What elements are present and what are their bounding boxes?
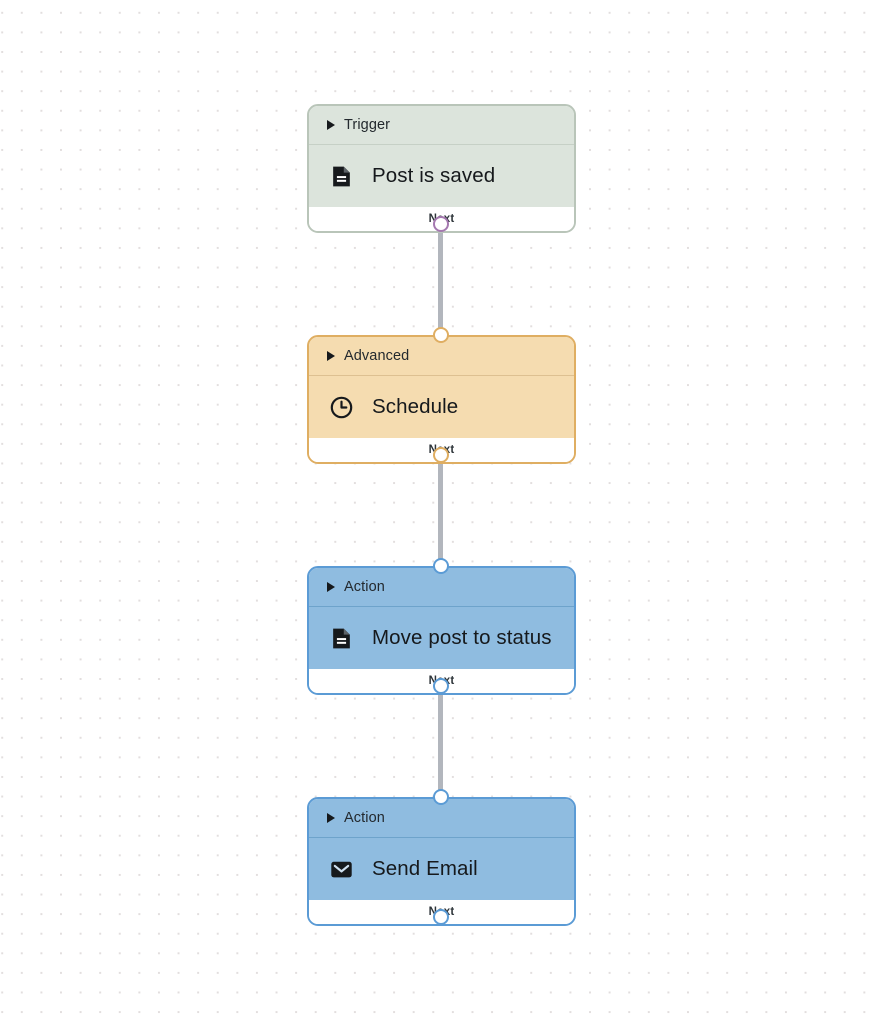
clock-icon bbox=[330, 396, 353, 418]
node-title: Schedule bbox=[372, 395, 459, 418]
node-body-trigger[interactable]: Post is saved bbox=[309, 145, 574, 207]
node-output-port-advanced[interactable] bbox=[433, 447, 449, 463]
node-divider bbox=[309, 375, 574, 376]
expand-triangle-icon[interactable] bbox=[327, 120, 335, 130]
node-body-action-move[interactable]: Move post to status bbox=[309, 607, 574, 669]
node-input-port-action-move[interactable] bbox=[433, 558, 449, 574]
node-type-label: Action bbox=[344, 579, 385, 595]
node-output-port-action-move[interactable] bbox=[433, 678, 449, 694]
workflow-node-advanced-schedule[interactable]: Advanced Schedule Next bbox=[307, 335, 576, 464]
envelope-icon bbox=[331, 861, 352, 877]
node-type-label: Advanced bbox=[344, 348, 410, 364]
node-title: Send Email bbox=[372, 857, 478, 880]
connector-line-action-move-to-send-email bbox=[438, 686, 443, 798]
node-header-action-send-email[interactable]: Action bbox=[309, 799, 574, 837]
document-icon bbox=[333, 628, 350, 648]
expand-triangle-icon[interactable] bbox=[327, 813, 335, 823]
node-output-port-trigger[interactable] bbox=[433, 216, 449, 232]
node-input-port-advanced[interactable] bbox=[433, 327, 449, 343]
node-type-label: Action bbox=[344, 810, 385, 826]
node-divider bbox=[309, 837, 574, 838]
workflow-node-trigger-post-is-saved[interactable]: Trigger Post is saved Next bbox=[307, 104, 576, 233]
node-body-advanced[interactable]: Schedule bbox=[309, 376, 574, 438]
connector-line-trigger-to-advanced bbox=[438, 224, 443, 336]
document-icon bbox=[333, 166, 350, 186]
workflow-node-action-move-post-to-status[interactable]: Action Move post to status Next bbox=[307, 566, 576, 695]
node-input-port-action-send-email[interactable] bbox=[433, 789, 449, 805]
expand-triangle-icon[interactable] bbox=[327, 351, 335, 361]
node-divider bbox=[309, 144, 574, 145]
node-header-advanced[interactable]: Advanced bbox=[309, 337, 574, 375]
node-type-label: Trigger bbox=[344, 117, 391, 133]
expand-triangle-icon[interactable] bbox=[327, 582, 335, 592]
node-header-trigger[interactable]: Trigger bbox=[309, 106, 574, 144]
workflow-node-action-send-email[interactable]: Action Send Email Next bbox=[307, 797, 576, 926]
node-header-action-move[interactable]: Action bbox=[309, 568, 574, 606]
node-divider bbox=[309, 606, 574, 607]
node-output-port-action-send-email[interactable] bbox=[433, 909, 449, 925]
node-title: Move post to status bbox=[372, 626, 552, 649]
connector-line-advanced-to-action-move bbox=[438, 455, 443, 567]
node-title: Post is saved bbox=[372, 164, 496, 187]
node-body-action-send-email[interactable]: Send Email bbox=[309, 838, 574, 900]
